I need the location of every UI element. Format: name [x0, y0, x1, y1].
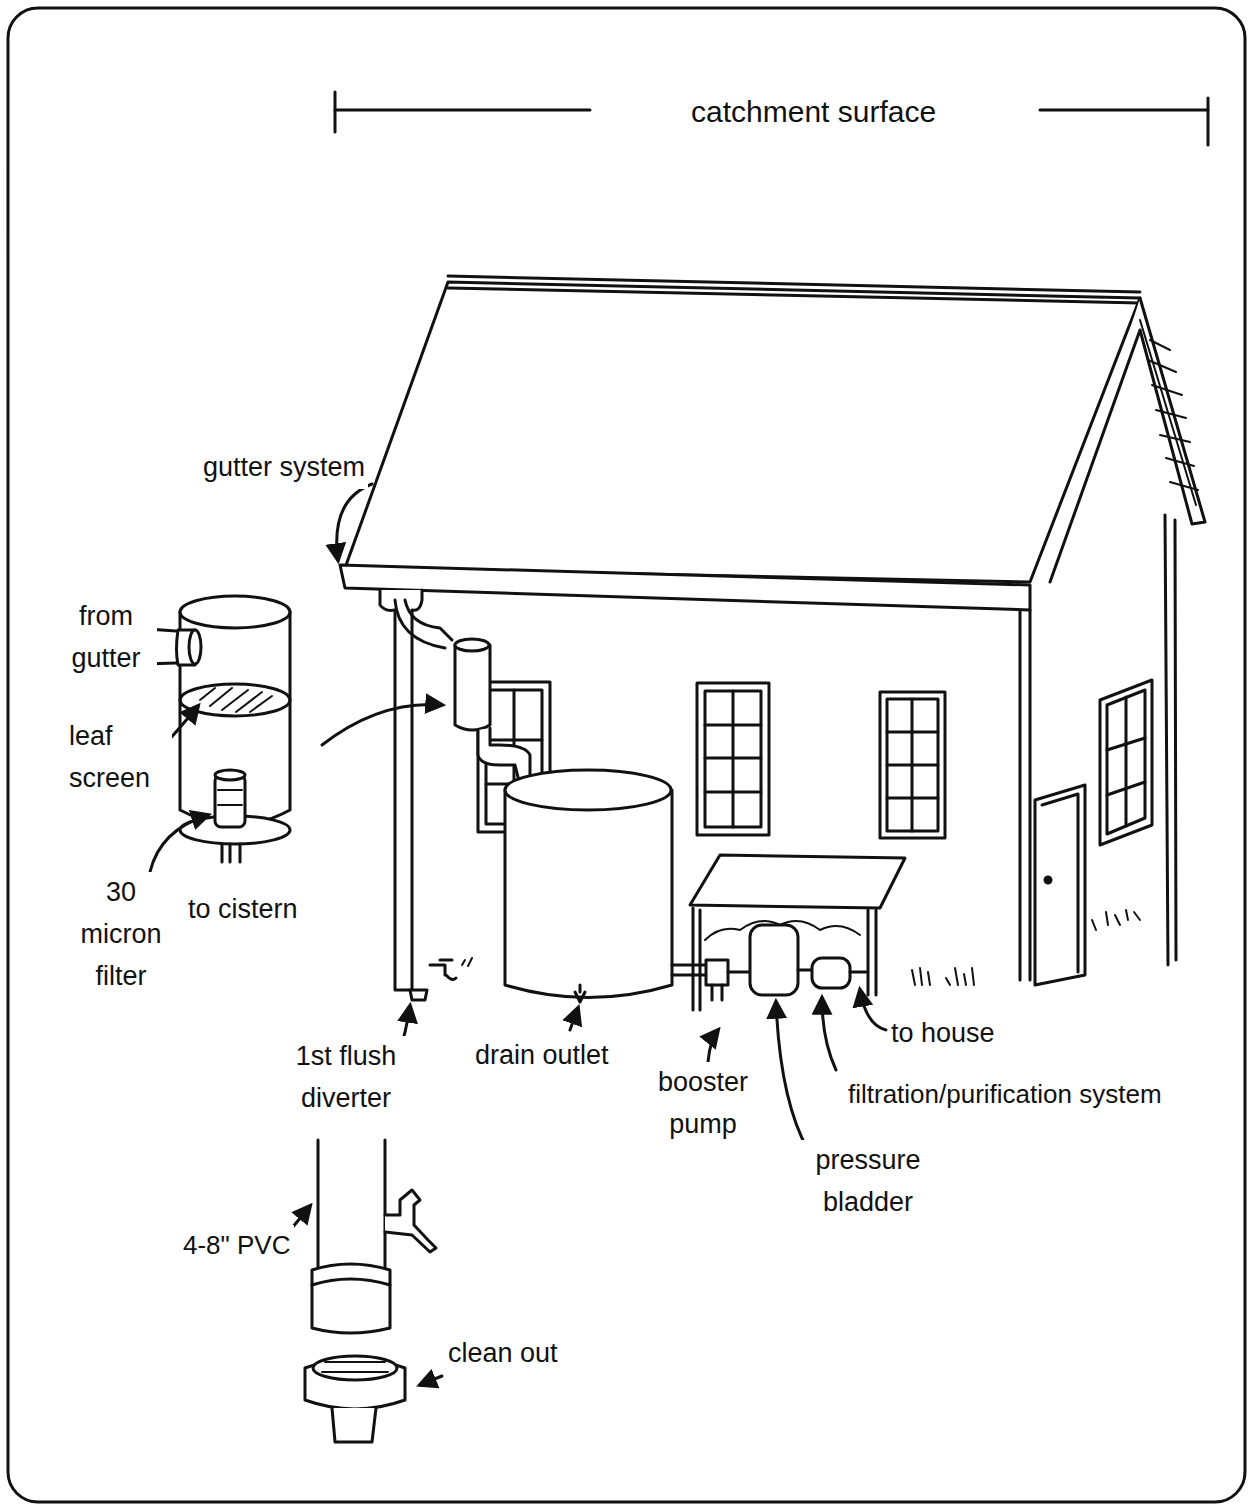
- grass: [912, 910, 1140, 985]
- part-label: to cistern: [185, 888, 301, 931]
- part-label: 1st flush diverter: [268, 1036, 424, 1120]
- filter-box: [455, 639, 530, 785]
- pump-shed: [690, 855, 905, 1010]
- dimension-label: 4-8" PVC: [180, 1225, 294, 1267]
- leader-lines: [144, 484, 886, 1385]
- part-label: drain outlet: [472, 1034, 612, 1077]
- part-label: gutter system: [200, 446, 368, 489]
- cistern: [505, 770, 710, 1002]
- dimension-label: catchment surface: [688, 88, 939, 136]
- part-label: booster pump: [640, 1062, 766, 1146]
- diverter-detail: [305, 1140, 436, 1442]
- part-label: clean out: [445, 1332, 561, 1375]
- part-label: leaf screen: [66, 716, 172, 800]
- part-label: filtration/purification system: [845, 1074, 1165, 1116]
- part-label: 30 micron filter: [70, 872, 172, 998]
- part-label: pressure bladder: [800, 1140, 936, 1224]
- part-label: from gutter: [55, 596, 157, 680]
- house: [340, 276, 1205, 985]
- part-label: to house: [888, 1012, 998, 1055]
- frame: [8, 8, 1245, 1502]
